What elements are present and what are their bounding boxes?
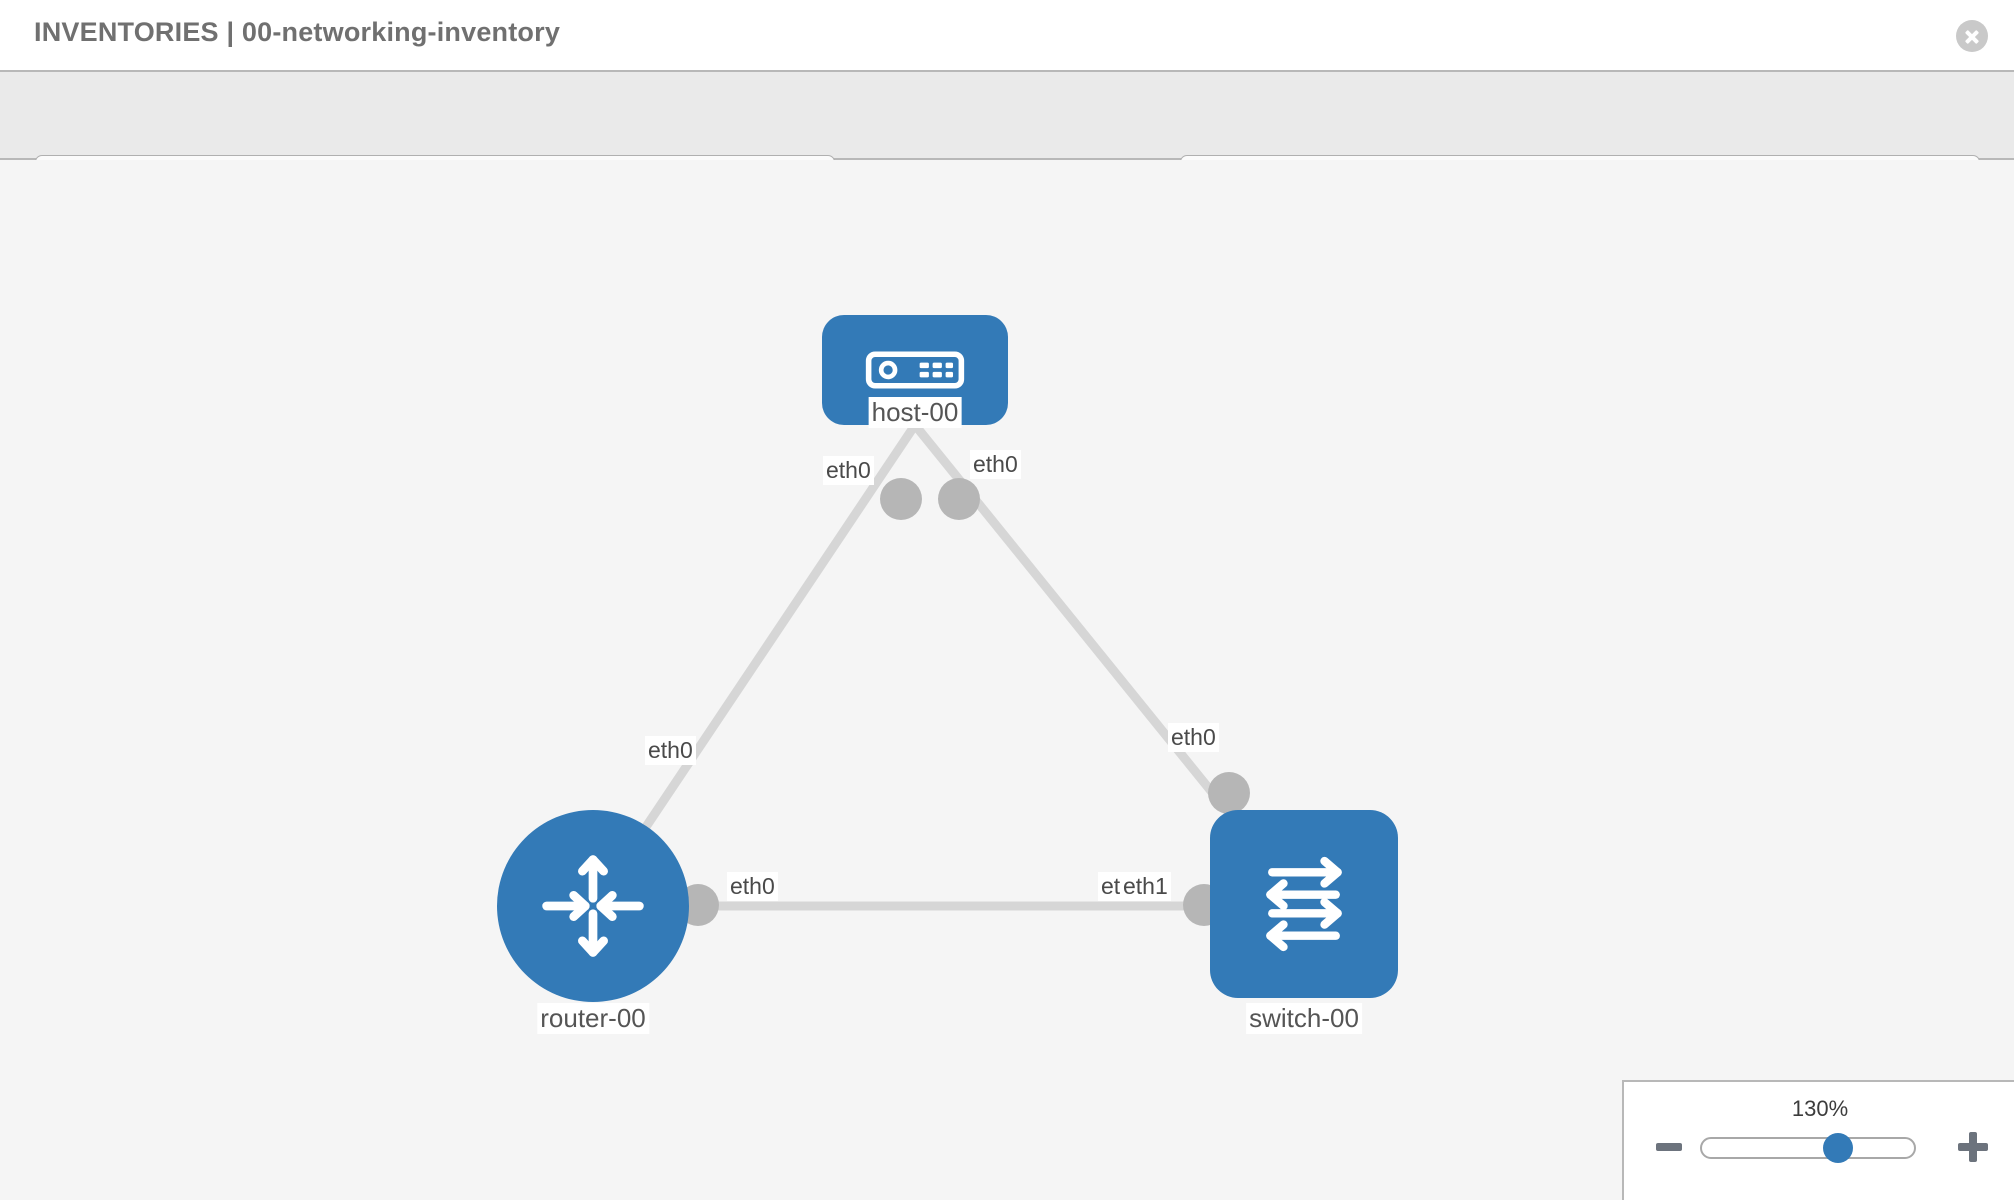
router-node-label: router-00 [537, 1003, 649, 1034]
host-node-label: host-00 [868, 397, 962, 428]
edge-label-host-right: eth0 [970, 450, 1021, 479]
topology-node-host[interactable]: host-00 [822, 315, 1008, 428]
zoom-out-button[interactable] [1656, 1143, 1682, 1151]
toolbar: ACTIONS SEARCH [0, 70, 2014, 210]
edge-label-switch-left-front: eth1 [1120, 872, 1171, 901]
topology-node-switch[interactable]: switch-00 [1210, 810, 1398, 1034]
port-host-left[interactable] [880, 478, 922, 520]
topology-canvas[interactable]: host-00 [0, 160, 2014, 1200]
edge-label-router-up: eth0 [645, 736, 696, 765]
close-icon[interactable] [1956, 20, 1988, 52]
zoom-control-panel: 130% [1622, 1080, 2014, 1200]
topology-node-router[interactable]: router-00 [497, 810, 689, 1034]
edge-label-switch-up: eth0 [1168, 723, 1219, 752]
zoom-slider-track[interactable] [1700, 1137, 1916, 1159]
topology-graph: host-00 [0, 160, 2014, 1200]
port-host-right[interactable] [938, 478, 980, 520]
switch-icon [1266, 856, 1342, 952]
switch-node-shape[interactable] [1210, 810, 1398, 998]
zoom-slider-thumb[interactable] [1822, 1133, 1853, 1163]
router-icon [542, 855, 644, 957]
edge-label-host-left: eth0 [823, 456, 874, 485]
zoom-level-label: 130% [1791, 1096, 1849, 1121]
edge-label-router-right: eth0 [727, 872, 778, 901]
port-switch-top[interactable] [1208, 772, 1250, 814]
router-node-shape[interactable] [497, 810, 689, 1002]
switch-node-label: switch-00 [1246, 1003, 1362, 1034]
zoom-in-button[interactable] [1958, 1132, 1988, 1162]
page-header: INVENTORIES | 00-networking-inventory [0, 0, 2014, 70]
page-title: INVENTORIES | 00-networking-inventory [34, 17, 561, 47]
server-icon [865, 351, 965, 389]
